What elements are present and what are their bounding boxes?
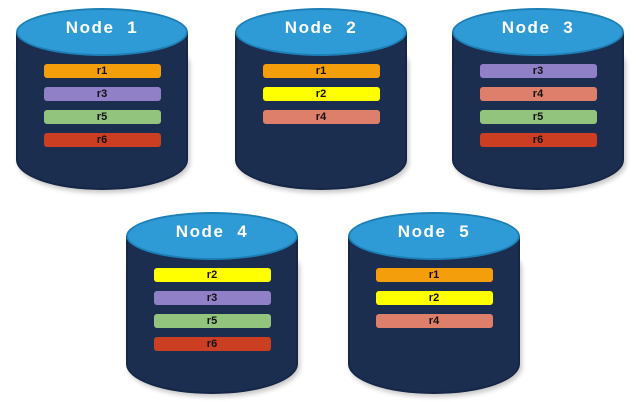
replica-bar[interactable]: r1 (43, 64, 161, 78)
cylinder-top-ellipse (452, 8, 624, 56)
replica-bar[interactable]: r4 (262, 110, 380, 124)
replica-list: r2 r3 r5 r6 (126, 268, 298, 351)
node-label: Node 2 (284, 18, 358, 37)
node-label: Node 4 (175, 222, 249, 241)
database-node-2[interactable]: Node 2 r1 r2 r4 (235, 8, 407, 190)
replica-bar[interactable]: r5 (43, 110, 161, 124)
replica-bar[interactable]: r1 (262, 64, 380, 78)
replica-bar[interactable]: r6 (43, 133, 161, 147)
node-label: Node 3 (501, 18, 575, 37)
replica-bar[interactable]: r5 (479, 110, 597, 124)
replica-bar[interactable]: r3 (479, 64, 597, 78)
replica-bar[interactable]: r6 (153, 337, 271, 351)
replica-bar[interactable]: r2 (375, 291, 493, 305)
replica-bar[interactable]: r6 (479, 133, 597, 147)
replica-list: r1 r2 r4 (235, 64, 407, 124)
replica-bar[interactable]: r2 (153, 268, 271, 282)
replica-bar[interactable]: r1 (375, 268, 493, 282)
replica-bar[interactable]: r4 (375, 314, 493, 328)
cylinder-top-ellipse (16, 8, 188, 56)
cylinder-top-ellipse (348, 212, 520, 260)
database-node-5[interactable]: Node 5 r1 r2 r4 (348, 212, 520, 394)
cylinder-top-ellipse (126, 212, 298, 260)
database-node-1[interactable]: Node 1 r1 r3 r5 r6 (16, 8, 188, 190)
replica-list: r1 r2 r4 (348, 268, 520, 328)
replica-bar[interactable]: r2 (262, 87, 380, 101)
replica-bar[interactable]: r3 (153, 291, 271, 305)
cylinder-top-ellipse (235, 8, 407, 56)
replica-list: r3 r4 r5 r6 (452, 64, 624, 147)
node-label: Node 1 (65, 18, 139, 37)
replica-bar[interactable]: r5 (153, 314, 271, 328)
replica-list: r1 r3 r5 r6 (16, 64, 188, 147)
replica-bar[interactable]: r3 (43, 87, 161, 101)
database-node-4[interactable]: Node 4 r2 r3 r5 r6 (126, 212, 298, 394)
replica-bar[interactable]: r4 (479, 87, 597, 101)
database-node-3[interactable]: Node 3 r3 r4 r5 r6 (452, 8, 624, 190)
node-label: Node 5 (397, 222, 471, 241)
